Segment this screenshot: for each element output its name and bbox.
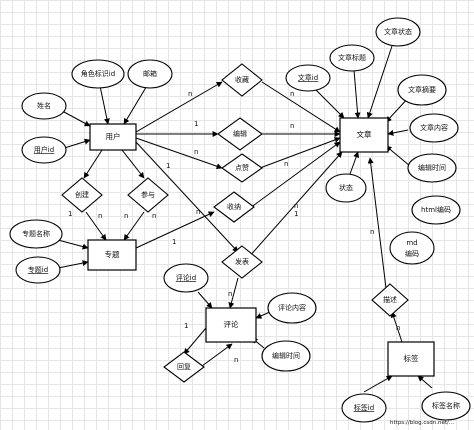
relationship-describe[interactable]: 描述 — [371, 283, 409, 317]
entity-article[interactable]: 文章 — [339, 117, 389, 153]
cardinality-n: n — [196, 208, 200, 216]
attribute-user-name[interactable]: 姓名 — [21, 92, 67, 120]
attribute-user-name-label: 姓名 — [37, 101, 51, 110]
cardinality-n: n — [284, 160, 288, 168]
attribute-article-title-label: 文章标题 — [338, 53, 366, 62]
relationship-edit[interactable]: 编辑 — [217, 117, 263, 151]
attribute-comment-content-label: 评论内容 — [278, 303, 306, 312]
attribute-article-id[interactable]: 文章id — [285, 64, 331, 92]
relationship-reply[interactable]: 回复 — [163, 351, 205, 383]
attribute-role-id[interactable]: 角色标识id — [71, 59, 125, 89]
entity-user-label: 用户 — [106, 131, 121, 141]
attribute-edit-time-label: 编辑时间 — [418, 163, 446, 172]
attribute-topic-id-label: 专题id — [28, 265, 48, 274]
attribute-topic-id[interactable]: 专题id — [15, 256, 61, 284]
connector-lines — [57, 45, 433, 393]
cardinality-1: 1 — [166, 162, 170, 170]
cardinality-n: n — [290, 122, 294, 130]
cardinality-1: 1 — [194, 120, 198, 128]
entity-topic[interactable]: 专题 — [87, 239, 137, 271]
cardinality-n: n — [152, 212, 156, 220]
attribute-edit-time[interactable]: 编辑时间 — [407, 153, 457, 183]
attribute-article-status-top-label: 文章状态 — [384, 27, 412, 36]
attribute-email-label: 邮箱 — [143, 69, 157, 78]
cardinality-n: n — [228, 290, 232, 298]
cardinality-n: n — [234, 356, 238, 364]
relationship-edit-label: 编辑 — [233, 129, 247, 138]
attribute-article-content[interactable]: 文章内容 — [409, 113, 459, 143]
relationship-publish-label: 发表 — [235, 257, 249, 266]
attribute-comment-edit-time-label: 编辑时间 — [272, 351, 300, 360]
attribute-topic-name-label: 专题名称 — [22, 229, 50, 238]
relationship-like[interactable]: 点赞 — [221, 153, 263, 183]
cardinality-n: n — [194, 148, 198, 156]
cardinality-n: n — [290, 90, 294, 98]
cardinality-1: 1 — [294, 210, 298, 218]
relationship-describe-label: 描述 — [383, 295, 397, 304]
attribute-article-summary-label: 文章摘要 — [408, 85, 436, 94]
attribute-user-id[interactable]: 用户id — [21, 136, 67, 164]
attribute-article-id-label: 文章id — [298, 73, 318, 82]
relationship-create-label: 创建 — [75, 190, 89, 199]
attribute-tag-name[interactable]: 标签名称 — [421, 391, 471, 421]
relationship-like-label: 点赞 — [235, 163, 249, 172]
attribute-comment-content[interactable]: 评论内容 — [267, 292, 317, 324]
attribute-article-status-top[interactable]: 文章状态 — [375, 17, 421, 47]
entity-user[interactable]: 用户 — [89, 123, 137, 151]
attribute-status[interactable]: 状态 — [325, 173, 367, 203]
relationship-reply-label: 回复 — [177, 362, 191, 371]
entity-article-label: 文章 — [357, 129, 372, 139]
cardinality-n: n — [370, 228, 374, 236]
attribute-html-code[interactable]: html编码 — [411, 195, 461, 225]
attribute-article-summary[interactable]: 文章摘要 — [397, 74, 447, 106]
cardinality-1: 1 — [184, 322, 188, 330]
cardinality-1: 1 — [68, 210, 72, 218]
relationship-join-label: 参与 — [141, 190, 155, 199]
attribute-status-label: 状态 — [339, 183, 353, 192]
entity-topic-label: 专题 — [105, 249, 120, 259]
attribute-topic-name[interactable]: 专题名称 — [9, 219, 63, 249]
relationship-include[interactable]: 收纳 — [213, 191, 255, 223]
cardinality-labels: n n 1 n n n n 1 n 1 1 1 n n n n 1 n n n — [68, 90, 400, 364]
attribute-md-code-label-1: md — [406, 239, 417, 247]
attribute-user-id-label: 用户id — [34, 145, 54, 154]
attribute-tag-id[interactable]: 标签id — [341, 393, 387, 423]
cardinality-n: n — [396, 324, 400, 332]
attribute-md-code-label-2: 编码 — [405, 249, 419, 258]
entity-comment[interactable]: 评论 — [205, 307, 257, 343]
cardinality-1: 1 — [172, 238, 176, 246]
entity-tag-label: 标签 — [404, 353, 419, 363]
attribute-tag-name-label: 标签名称 — [432, 401, 460, 410]
attribute-email[interactable]: 邮箱 — [127, 59, 173, 89]
relationship-include-label: 收纳 — [227, 202, 241, 211]
entity-tag[interactable]: 标签 — [387, 341, 435, 377]
attribute-md-code[interactable]: md 编码 — [389, 231, 435, 265]
cardinality-n: n — [124, 212, 128, 220]
attribute-tag-id-label: 标签id — [354, 403, 374, 412]
relationship-favorite-label: 收藏 — [235, 75, 249, 84]
watermark-text: https://blog.csdn.net/... — [390, 420, 454, 426]
relationship-create[interactable]: 创建 — [61, 177, 103, 213]
attribute-article-content-label: 文章内容 — [420, 123, 448, 132]
cardinality-n: n — [294, 202, 298, 210]
cardinality-n: n — [98, 212, 102, 220]
attribute-html-code-label: html编码 — [421, 205, 451, 214]
attribute-role-id-label: 角色标识id — [81, 69, 115, 78]
attribute-comment-edit-time[interactable]: 编辑时间 — [261, 340, 311, 372]
cardinality-n: n — [188, 90, 192, 98]
relationship-favorite[interactable]: 收藏 — [221, 63, 263, 97]
attribute-comment-id-label: 评论id — [176, 273, 196, 282]
attribute-comment-id[interactable]: 评论id — [163, 263, 209, 293]
entity-comment-label: 评论 — [224, 319, 239, 329]
attribute-article-title[interactable]: 文章标题 — [329, 44, 375, 72]
relationship-publish[interactable]: 发表 — [221, 245, 263, 279]
relationship-join[interactable]: 参与 — [127, 177, 169, 213]
